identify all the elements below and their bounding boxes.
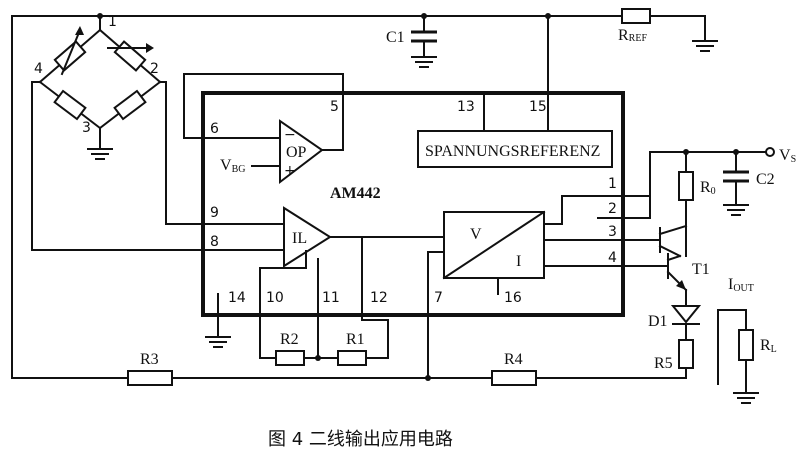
r0-label: R0	[700, 179, 716, 197]
r0-resistor	[678, 171, 694, 201]
r1-resistor	[337, 350, 367, 366]
bridge-node-1: 1	[108, 14, 117, 30]
pin-6: 6	[210, 121, 219, 137]
bridge-node-2: 2	[150, 61, 159, 77]
t1-label: T1	[692, 261, 710, 278]
pin-16: 16	[504, 290, 522, 306]
am442-chip-body	[201, 91, 625, 317]
rl-label: RL	[760, 337, 777, 355]
chip-name: AM442	[330, 185, 381, 202]
r3-label: R3	[140, 351, 159, 368]
op-amp-label: OP	[286, 144, 307, 161]
pin-2: 2	[608, 201, 617, 217]
op-minus: −	[284, 127, 296, 143]
vbg-label: VBG	[220, 157, 245, 175]
junction-dot	[315, 355, 321, 361]
r5-resistor	[678, 339, 694, 369]
pin-8: 8	[210, 234, 219, 250]
pin-15: 15	[529, 99, 547, 115]
ground-symbol-rref	[692, 40, 718, 52]
c1-label: C1	[386, 29, 405, 46]
bridge-node-3: 3	[82, 120, 91, 136]
figure-caption: 图 4 二线输出应用电路	[268, 429, 453, 450]
pin-12: 12	[370, 290, 388, 306]
vi-diagonal	[442, 210, 546, 280]
d1-diode	[670, 305, 702, 324]
pin-11: 11	[322, 290, 340, 306]
r5-label: R5	[654, 355, 673, 372]
pin-1: 1	[608, 176, 617, 192]
junction-dot	[97, 13, 103, 19]
pin-5: 5	[330, 99, 339, 115]
rref-label: RREF	[618, 27, 647, 44]
rl-resistor	[738, 329, 754, 361]
pin-3: 3	[608, 224, 617, 240]
junction-dot	[421, 13, 427, 19]
op-amp-triangle	[279, 119, 324, 185]
ground-symbol-bridge	[87, 148, 113, 160]
r2-resistor	[275, 350, 305, 366]
r3-resistor	[127, 370, 173, 386]
ground-symbol-c1	[411, 56, 437, 68]
pin-13: 13	[457, 99, 475, 115]
bridge-diamond	[38, 26, 162, 130]
r1-label: R1	[346, 331, 365, 348]
junction-dot	[545, 13, 551, 19]
vi-v-label: V	[470, 226, 482, 243]
op-plus: +	[284, 163, 296, 179]
ground-symbol-rl	[733, 392, 759, 404]
c2-label: C2	[756, 171, 775, 188]
r4-resistor	[491, 370, 537, 386]
pin-10: 10	[266, 290, 284, 306]
r4-label: R4	[504, 351, 523, 368]
pin-14: 14	[228, 290, 246, 306]
bridge-node-4: 4	[34, 61, 43, 77]
ground-symbol-pin14	[205, 336, 231, 348]
r2-label: R2	[280, 331, 299, 348]
reference-label: SPANNUNGSREFERENZ	[425, 143, 600, 160]
vs-terminal[interactable]	[765, 147, 775, 157]
pin-9: 9	[210, 205, 219, 221]
darlington-transistors	[658, 224, 688, 292]
vi-converter	[443, 211, 545, 279]
il-amp-label: IL	[292, 230, 307, 247]
vs-label: VS	[779, 147, 796, 165]
d1-label: D1	[648, 313, 668, 330]
iout-label: IOUT	[728, 276, 754, 294]
rref-resistor	[621, 8, 651, 24]
vi-i-label: I	[516, 253, 521, 270]
ground-symbol-c2	[723, 204, 749, 216]
pin-7: 7	[434, 290, 443, 306]
reference-block	[417, 130, 613, 168]
pin-4: 4	[608, 250, 617, 266]
